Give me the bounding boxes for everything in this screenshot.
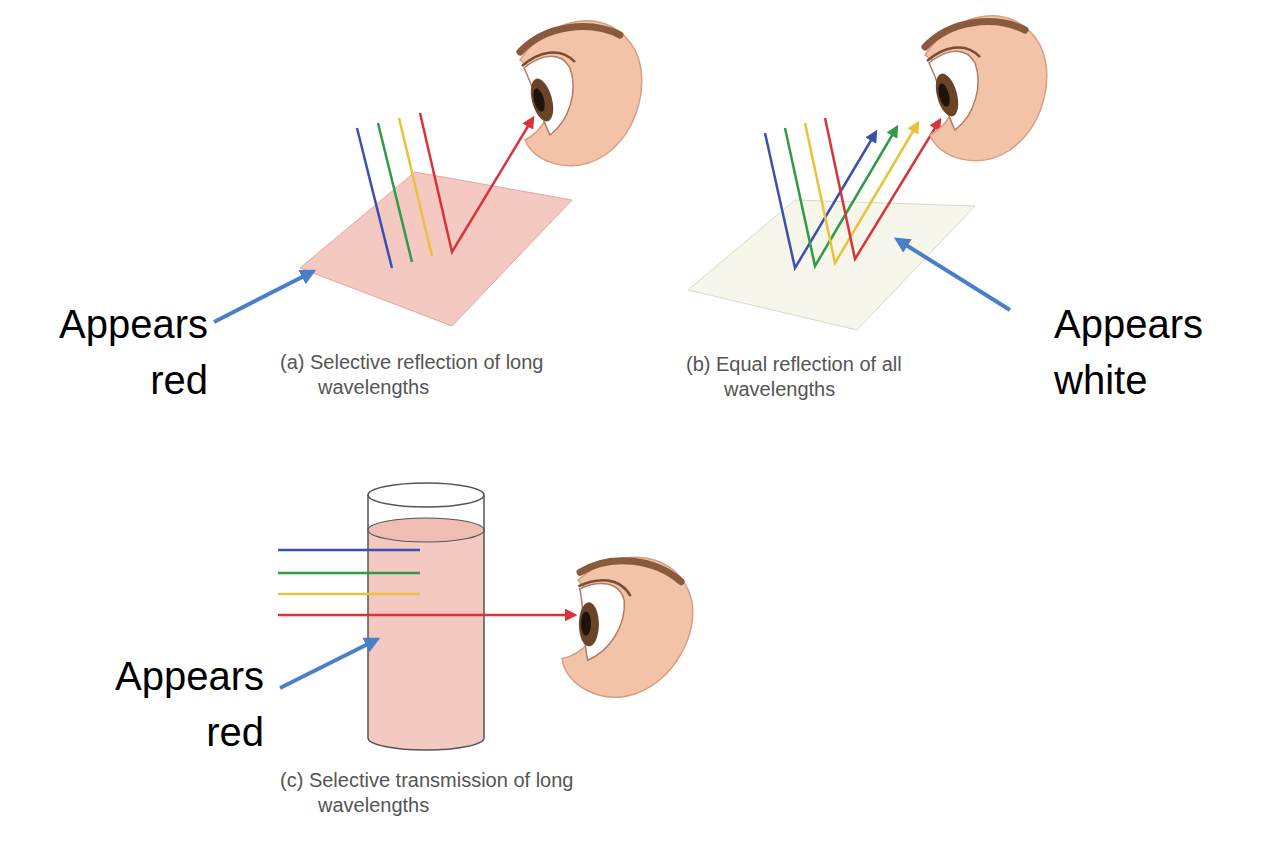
panel-caption: (c) Selective transmission of long wavel… [280, 768, 588, 818]
panel-caption: (a) Selective reflection of long wavelen… [280, 350, 568, 400]
callout-label: Appears white [1054, 296, 1254, 408]
callout-label: Appears red [18, 296, 208, 408]
callout-label: Appears red [74, 648, 264, 760]
panel-caption: (b) Equal reflection of all wavelengths [686, 352, 974, 402]
